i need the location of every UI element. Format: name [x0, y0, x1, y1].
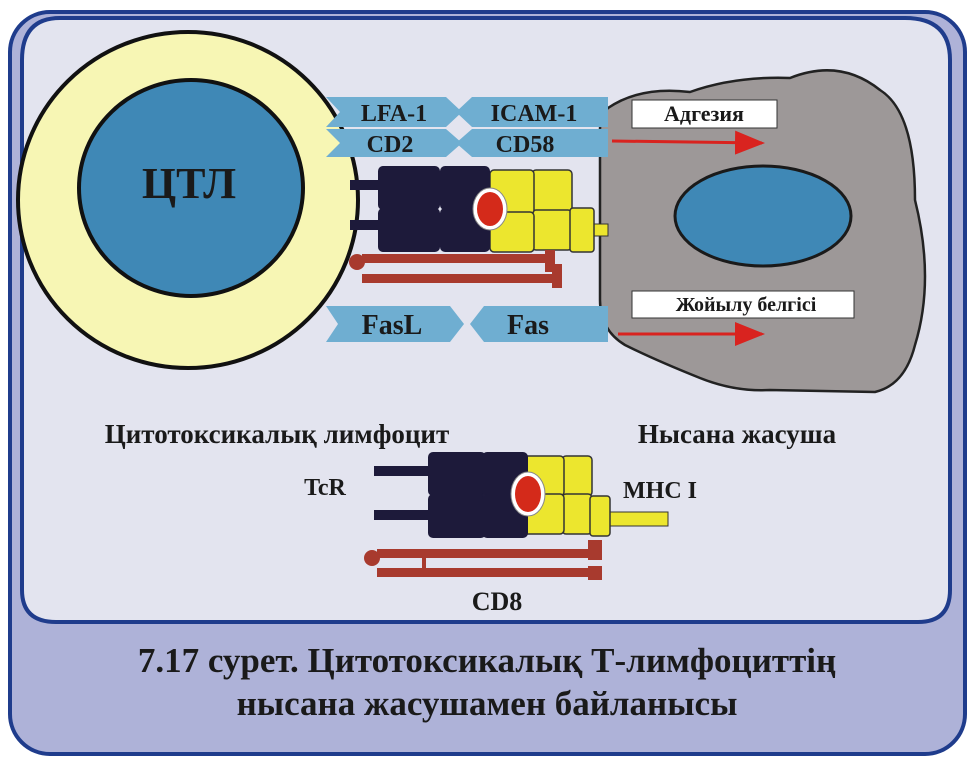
- cd2-label: CD2: [367, 132, 414, 158]
- lower-cd8: [364, 540, 602, 580]
- mhc-label: MHC I: [623, 478, 697, 504]
- fasl-label: FasL: [362, 310, 423, 341]
- icam1-tag: [456, 97, 608, 127]
- figure-caption-line2: нысана жасушамен байланысы: [237, 684, 738, 723]
- death-signal-box: [631, 290, 855, 319]
- cd58-label: CD58: [496, 132, 555, 158]
- ctl-label: ЦТЛ: [142, 159, 236, 208]
- cd2-tag: [326, 129, 462, 157]
- ctl-caption: Цитотоксикалық лимфоцит: [105, 419, 450, 449]
- cd8-label: CD8: [472, 587, 523, 616]
- fas-tag: [470, 306, 608, 342]
- death-signal-label: Жойылу белгісі: [676, 294, 817, 316]
- figure-caption-line1: 7.17 сурет. Цитотоксикалық Т-лимфоциттің: [138, 641, 836, 680]
- target-nucleus: [673, 164, 853, 268]
- fasl-tag: [326, 306, 464, 342]
- fas-label: Fas: [507, 310, 549, 341]
- ctl-nucleus: [77, 78, 305, 298]
- adhesion-box: [631, 99, 778, 129]
- upper-tcr-mhc-complex: [350, 166, 609, 253]
- cd58-tag: [456, 129, 608, 157]
- lfa1-label: LFA-1: [361, 101, 427, 127]
- upper-cd8: [349, 250, 562, 288]
- tcr-label: TcR: [304, 475, 346, 501]
- lfa1-tag: [326, 97, 462, 127]
- adhesion-label: Адгезия: [664, 101, 744, 126]
- lower-tcr-mhc-complex: [374, 452, 669, 538]
- target-caption: Нысана жасуша: [638, 419, 837, 449]
- icam1-label: ICAM-1: [491, 101, 578, 127]
- adhesion-arrow: [611, 130, 765, 155]
